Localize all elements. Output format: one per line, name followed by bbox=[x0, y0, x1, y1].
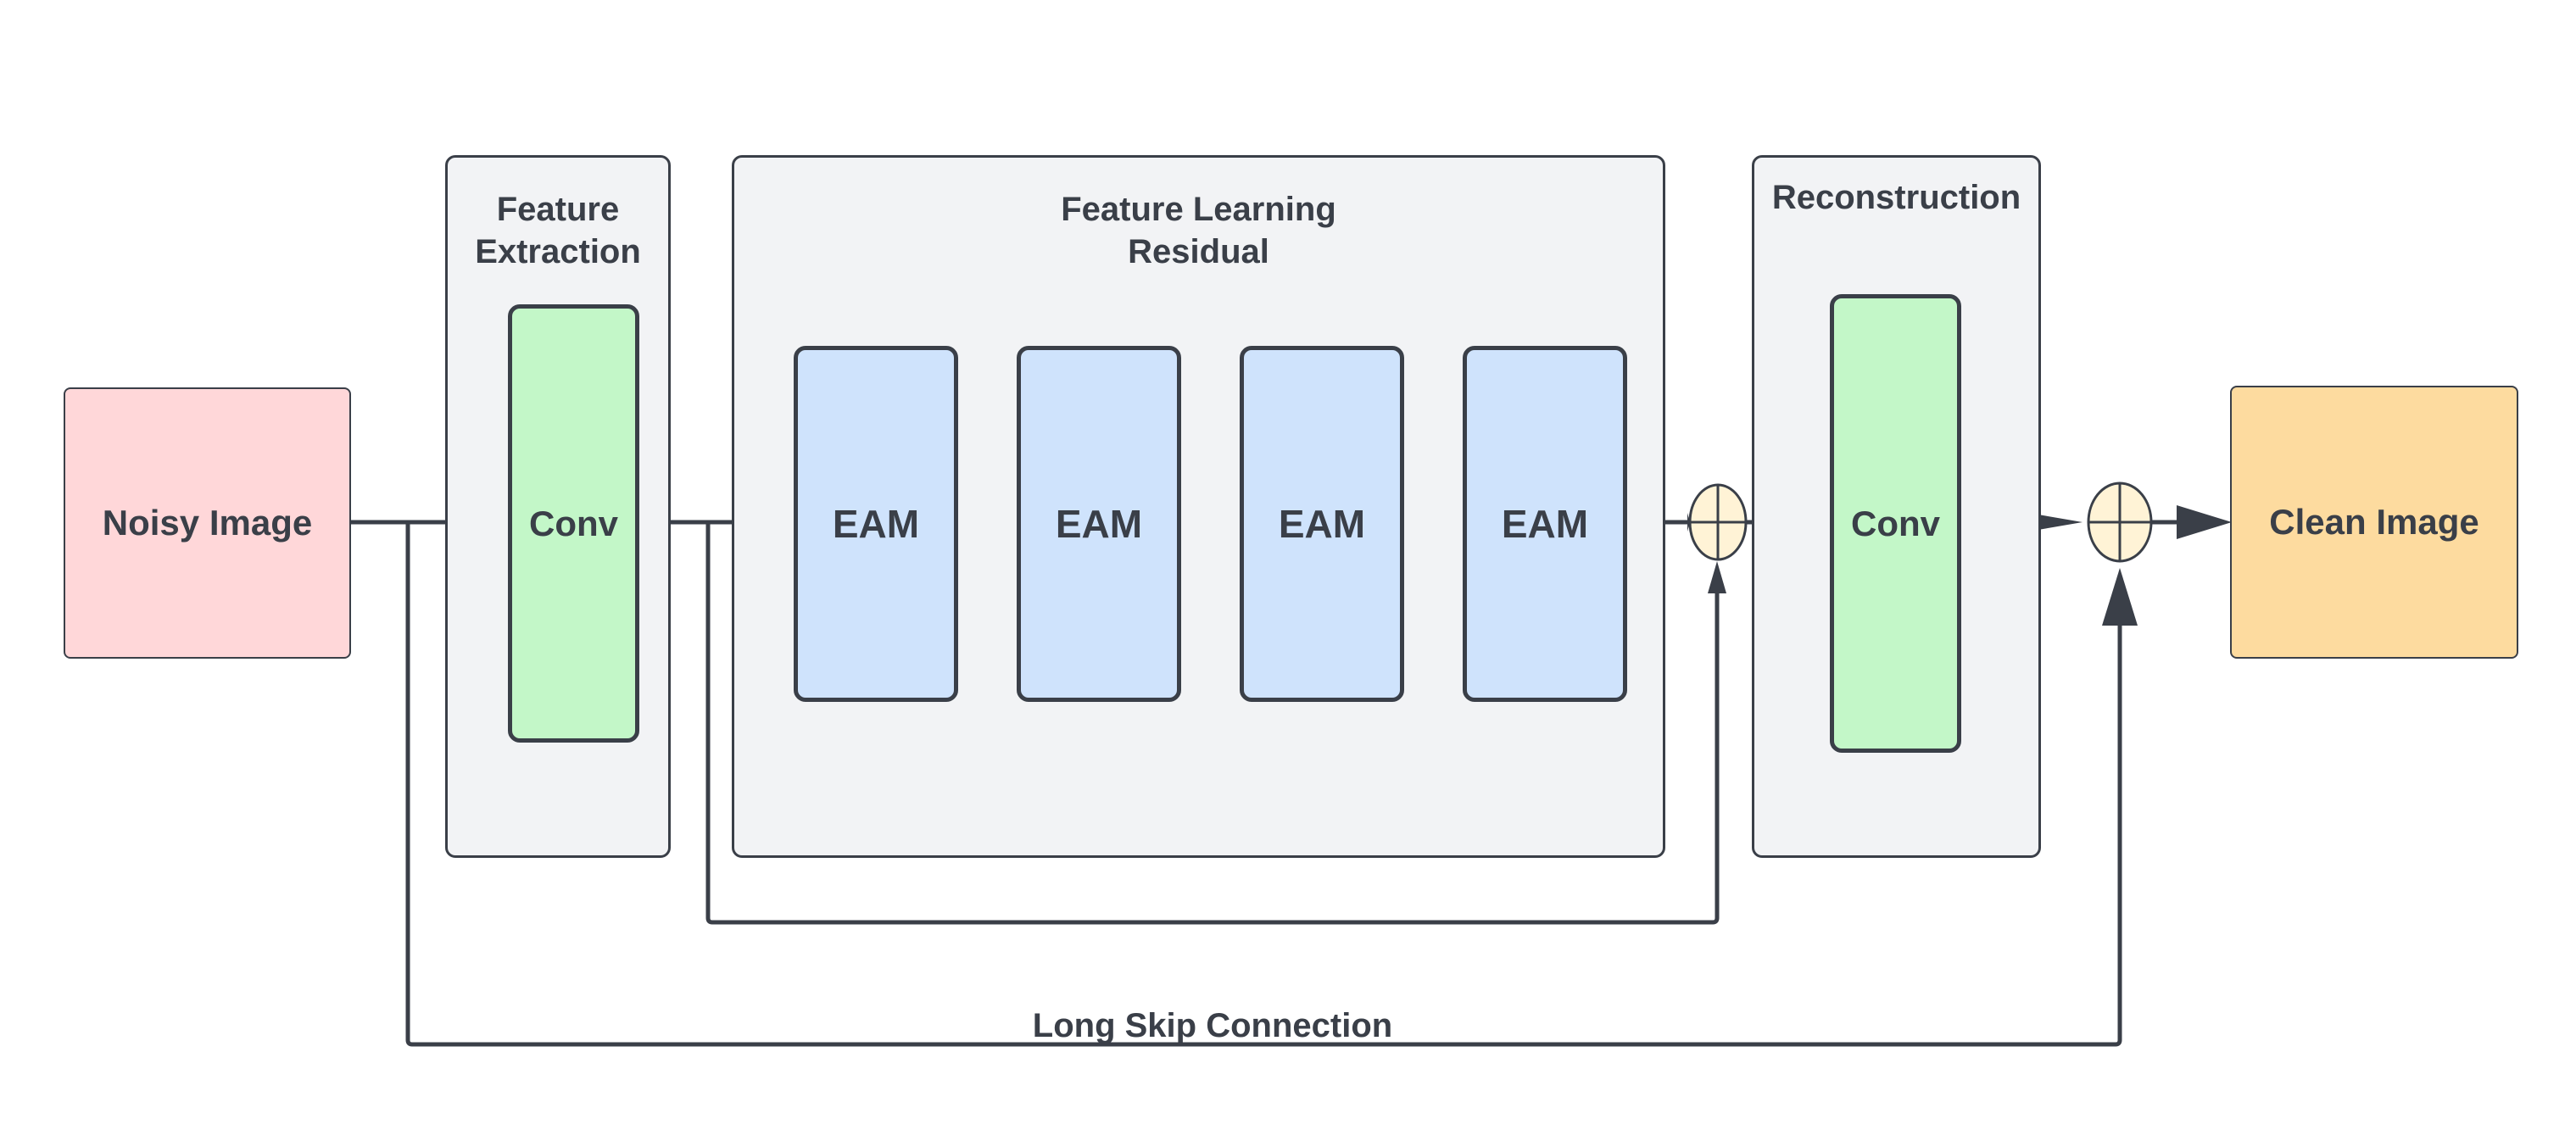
sum-node-2 bbox=[2087, 481, 2153, 563]
arrow-head-long-skip bbox=[2102, 568, 2138, 626]
feature-learning-title: Feature Learning Residual bbox=[1061, 191, 1336, 270]
arrow-head-short-skip bbox=[1708, 561, 1726, 593]
wire-long-skip bbox=[405, 520, 2122, 1047]
wire-short-skip bbox=[705, 520, 1720, 925]
sum-node-1 bbox=[1688, 483, 1748, 561]
eam-block-4: EAM bbox=[1463, 346, 1627, 702]
eam-block-1: EAM bbox=[794, 346, 958, 702]
eam-block-3: EAM bbox=[1240, 346, 1404, 702]
long-skip-label: Long Skip Connection bbox=[1032, 1007, 1393, 1044]
eam-block-2: EAM bbox=[1017, 346, 1181, 702]
feature-extraction-conv: Conv bbox=[508, 304, 639, 743]
arrow-head-sum2-in bbox=[2028, 513, 2083, 532]
reconstruction-conv: Conv bbox=[1830, 294, 1961, 753]
arrow-head-output bbox=[2177, 505, 2232, 539]
feature-extraction-title: Feature Extraction bbox=[475, 191, 641, 270]
clean-image-node: Clean Image bbox=[2230, 386, 2518, 659]
reconstruction-title: Reconstruction bbox=[1771, 179, 2021, 216]
noisy-image-node: Noisy Image bbox=[64, 387, 351, 659]
